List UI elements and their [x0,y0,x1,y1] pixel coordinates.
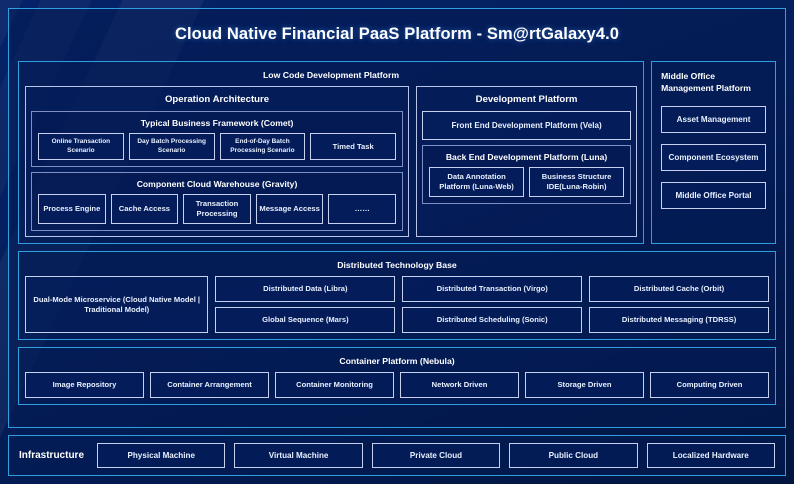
chip-global-sequence[interactable]: Global Sequence (Mars) [215,307,396,334]
chip-transaction-processing[interactable]: Transaction Processing [183,194,251,225]
chip-private-cloud[interactable]: Private Cloud [371,443,501,468]
container-platform-title: Container Platform (Nebula) [339,356,455,367]
typical-business-framework-title: Typical Business Framework (Comet) [140,118,294,128]
top-row: Low Code Development Platform Operation … [18,61,776,245]
chip-cache-access[interactable]: Cache Access [110,194,179,225]
chip-virtual-machine[interactable]: Virtual Machine [234,443,363,468]
container-platform-items: Image Repository Container Arrangement C… [25,372,769,399]
dtb-column-1: Distributed Data (Libra) Global Sequence… [215,276,396,334]
chip-more-ellipsis[interactable]: …… [328,194,397,225]
chip-business-structure-ide[interactable]: Business Structure IDE(Luna-Robin) [529,167,625,198]
chip-distributed-scheduling[interactable]: Distributed Scheduling (Sonic) [402,307,583,334]
chip-computing-driven[interactable]: Computing Driven [650,372,769,399]
chip-localized-hardware[interactable]: Localized Hardware [646,443,775,468]
chip-distributed-cache[interactable]: Distributed Cache (Orbit) [589,276,769,303]
chip-message-access[interactable]: Message Access [255,194,324,225]
back-end-items: Data Annotation Platform (Luna-Web) Busi… [429,167,625,198]
middle-office-title: Middle Office Management Platform [661,71,751,94]
container-platform: Container Platform (Nebula) Image Reposi… [18,347,776,406]
typical-business-framework-group: Typical Business Framework (Comet) Onlin… [31,111,404,168]
chip-data-annotation-platform[interactable]: Data Annotation Platform (Luna-Web) [429,167,525,198]
chip-timed-task[interactable]: Timed Task [310,133,397,161]
low-code-development-platform: Low Code Development Platform Operation … [18,61,645,245]
component-cloud-warehouse-title: Component Cloud Warehouse (Gravity) [136,179,298,190]
dtb-featured-wrap: Dual-Mode Microservice (Cloud Native Mod… [25,276,209,334]
middle-office-management-platform: Middle Office Management Platform Asset … [651,61,776,245]
mo-item-asset-management[interactable]: Asset Management [661,105,766,133]
development-platform-title: Development Platform [475,94,578,105]
dtb-column-3: Distributed Cache (Orbit) Distributed Me… [589,276,769,334]
chip-dual-mode-microservice[interactable]: Dual-Mode Microservice (Cloud Native Mod… [25,276,209,334]
chip-storage-driven[interactable]: Storage Driven [525,372,644,399]
infrastructure-panel: Infrastructure Physical Machine Virtual … [8,435,786,476]
operation-architecture-title: Operation Architecture [164,94,270,105]
operation-architecture: Operation Architecture Typical Business … [25,86,410,238]
dtb-column-2: Distributed Transaction (Virgo) Distribu… [402,276,583,334]
chip-image-repository[interactable]: Image Repository [25,372,144,399]
component-cloud-warehouse-group: Component Cloud Warehouse (Gravity) Proc… [31,172,404,232]
distributed-technology-base-body: Dual-Mode Microservice (Cloud Native Mod… [25,276,769,334]
chip-physical-machine[interactable]: Physical Machine [97,443,226,468]
chip-distributed-data[interactable]: Distributed Data (Libra) [215,276,396,303]
chip-public-cloud[interactable]: Public Cloud [509,443,638,468]
typical-business-framework-items: Online Transaction Scenario Day Batch Pr… [38,133,397,161]
chip-end-of-day-batch-processing-scenario[interactable]: End-of-Day Batch Processing Scenario [219,133,306,161]
infrastructure-label: Infrastructure [19,450,85,461]
distributed-technology-base-title: Distributed Technology Base [337,260,457,271]
low-code-title: Low Code Development Platform [262,70,400,80]
infrastructure-items: Physical Machine Virtual Machine Private… [97,443,775,468]
chip-process-engine[interactable]: Process Engine [38,194,106,225]
low-code-columns: Operation Architecture Typical Business … [25,86,638,238]
development-platform: Development Platform Front End Developme… [416,86,638,238]
back-end-development-platform-group: Back End Development Platform (Luna) Dat… [422,145,632,205]
back-end-development-platform-title: Back End Development Platform (Luna) [445,152,608,162]
chip-container-monitoring[interactable]: Container Monitoring [275,372,394,399]
chip-day-batch-processing-scenario[interactable]: Day Batch Processing Scenario [128,133,215,161]
chip-container-arrangement[interactable]: Container Arrangement [150,372,269,399]
chip-online-transaction-scenario[interactable]: Online Transaction Scenario [38,133,124,161]
chip-distributed-transaction[interactable]: Distributed Transaction (Virgo) [402,276,583,303]
chip-network-driven[interactable]: Network Driven [400,372,519,399]
component-cloud-warehouse-items: Process Engine Cache Access Transaction … [38,194,397,225]
page-title: Cloud Native Financial PaaS Platform - S… [174,25,620,43]
front-end-development-platform[interactable]: Front End Development Platform (Vela) [422,111,632,140]
mo-item-component-ecosystem[interactable]: Component Ecosystem [661,143,766,171]
chip-distributed-messaging[interactable]: Distributed Messaging (TDRSS) [589,307,769,334]
distributed-technology-base: Distributed Technology Base Dual-Mode Mi… [18,251,776,341]
main-frame: Cloud Native Financial PaaS Platform - S… [8,8,786,428]
mo-item-middle-office-portal[interactable]: Middle Office Portal [661,181,766,209]
